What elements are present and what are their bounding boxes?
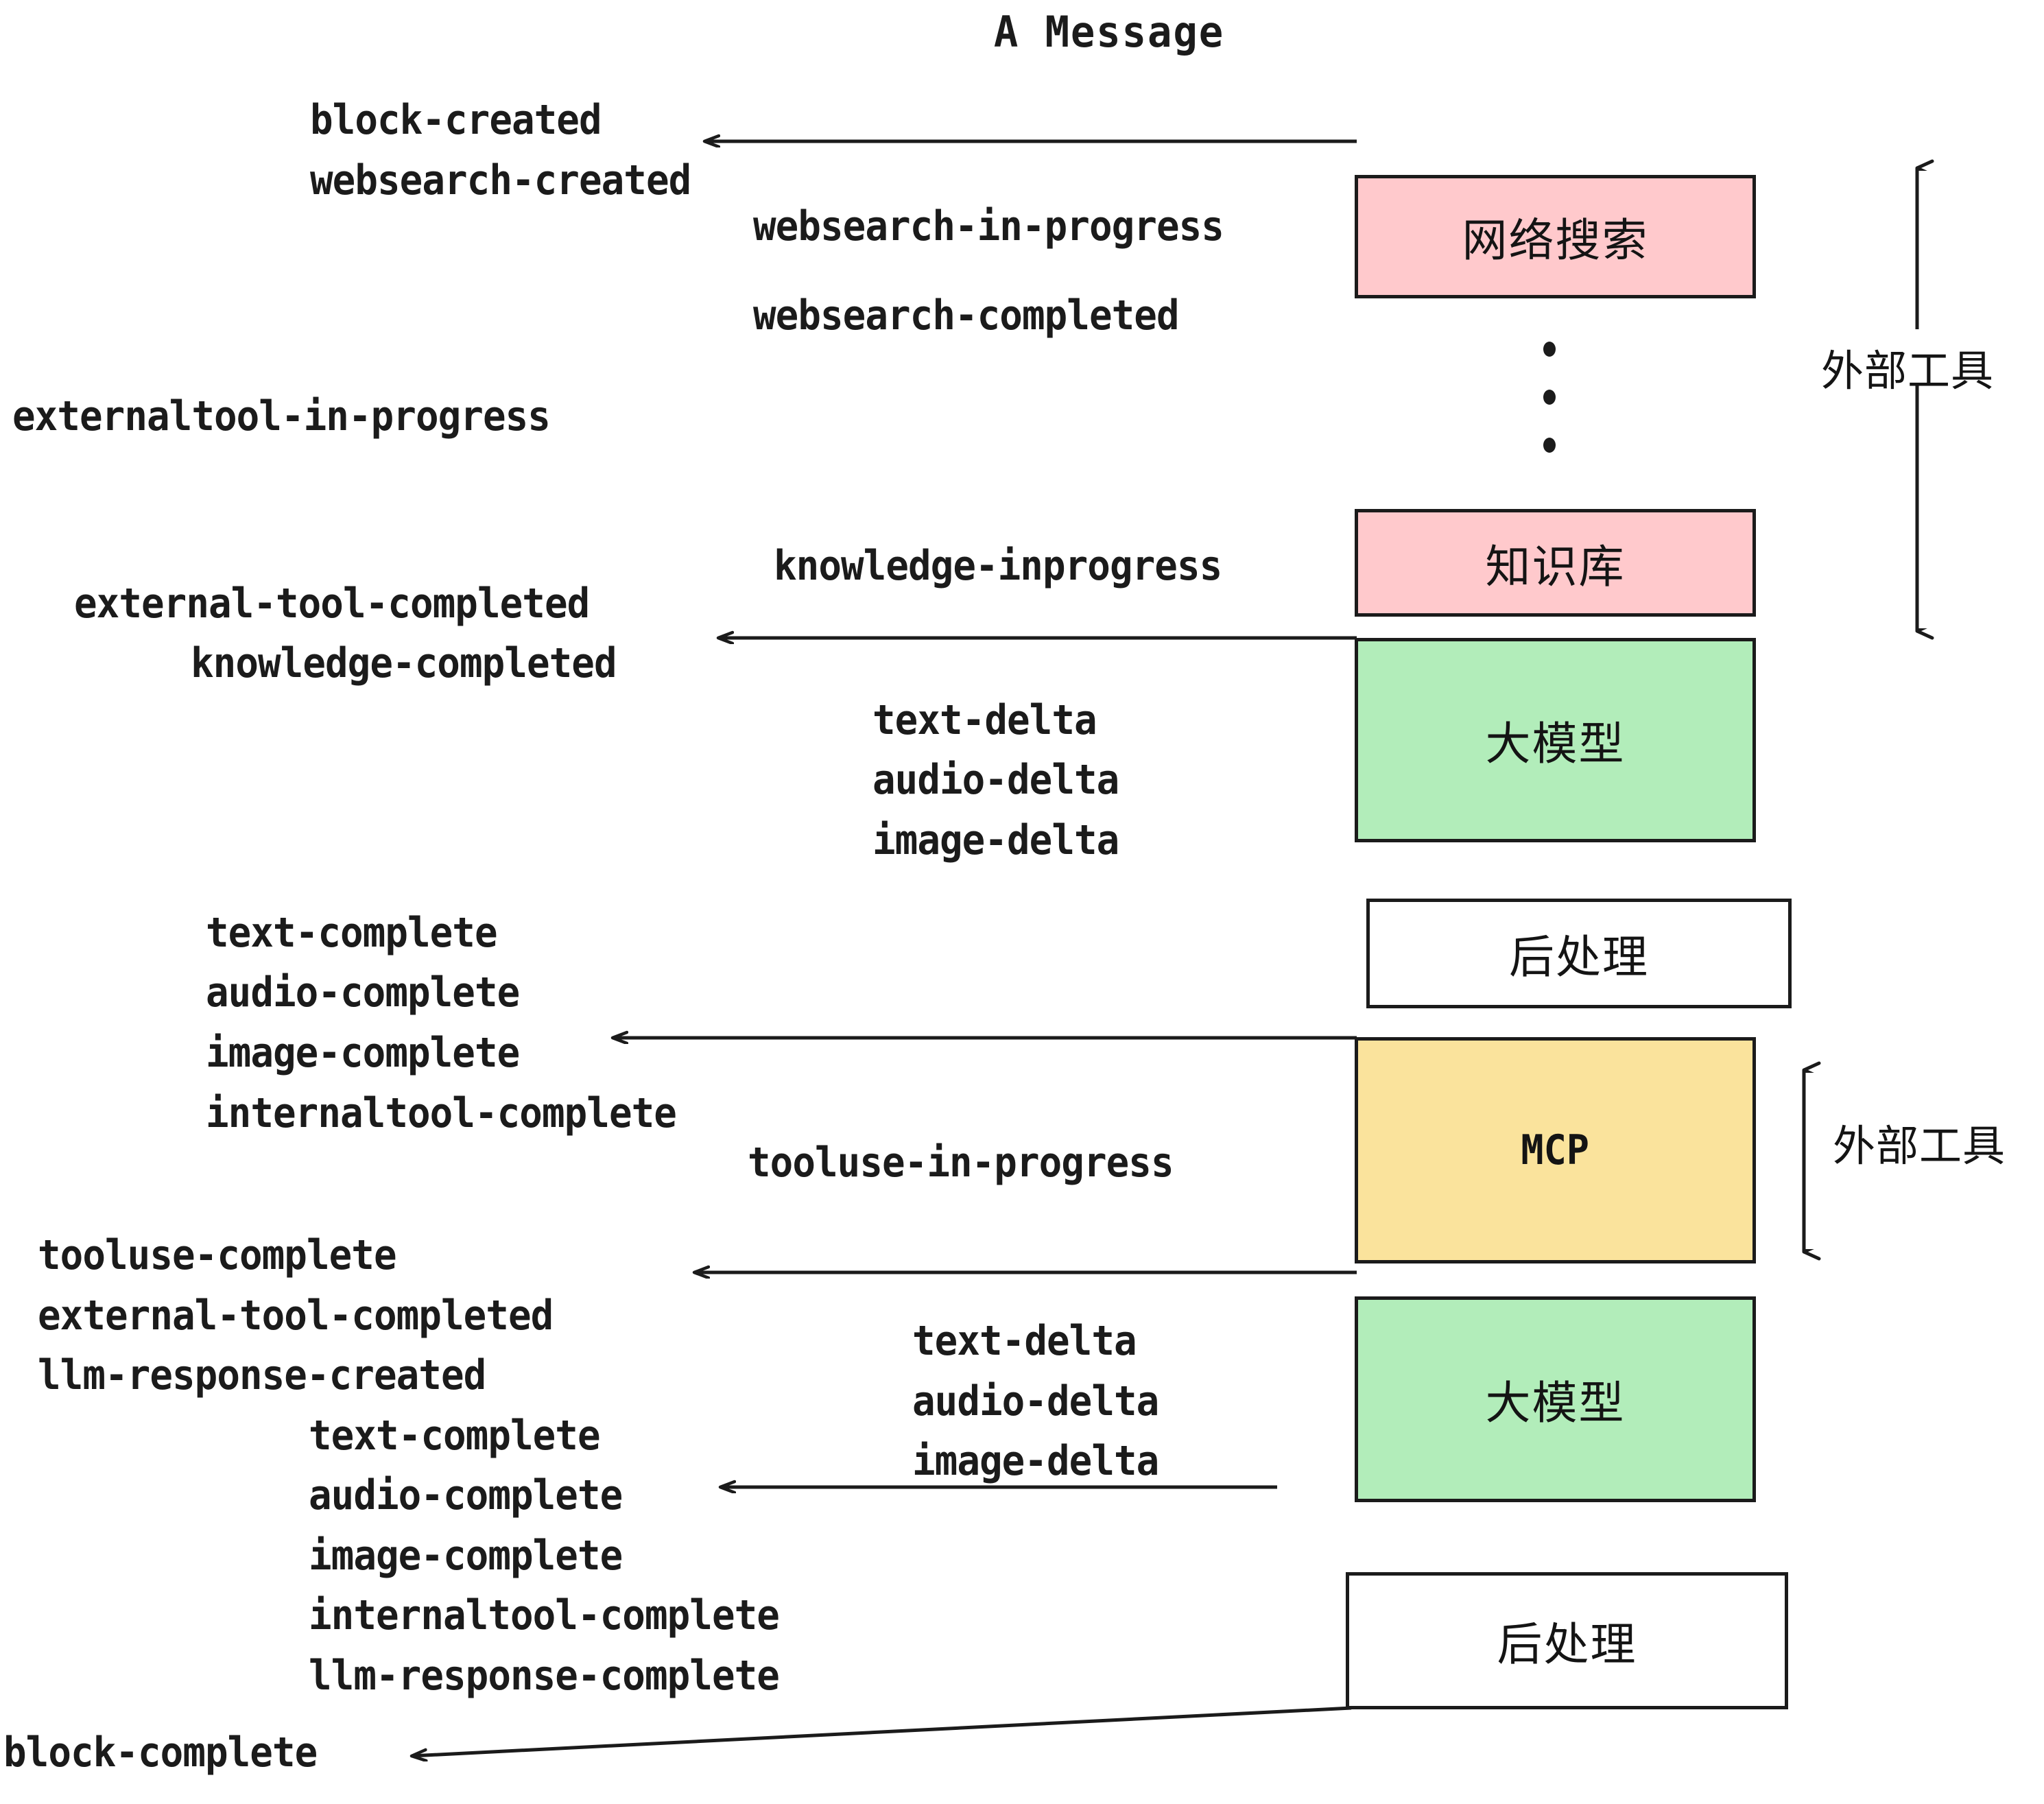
event-block-complete: block-complete bbox=[3, 1729, 318, 1777]
arrow-block-complete bbox=[412, 1706, 1352, 1756]
event-block-created: block-created bbox=[310, 96, 602, 144]
node-label: 后处理 bbox=[1497, 1618, 1637, 1671]
node-llm-1[interactable]: 大模型 bbox=[1355, 638, 1756, 842]
node-llm-2[interactable]: 大模型 bbox=[1355, 1296, 1756, 1502]
event-external-tool-completed-2: external-tool-completed bbox=[38, 1292, 554, 1340]
event-tooluse-in-progress: tooluse-in-progress bbox=[748, 1139, 1174, 1187]
event-llm-response-created: llm-response-created bbox=[38, 1351, 486, 1399]
side-label-external-tool-top: 外部工具 bbox=[1821, 346, 1995, 396]
event-image-complete-1: image-complete bbox=[206, 1029, 520, 1077]
node-label: 大模型 bbox=[1485, 1377, 1626, 1429]
event-internaltool-complete-2: internaltool-complete bbox=[309, 1591, 780, 1639]
event-knowledge-completed: knowledge-completed bbox=[191, 639, 617, 687]
event-audio-delta-1: audio-delta bbox=[872, 756, 1119, 804]
event-text-complete-1: text-complete bbox=[206, 909, 498, 957]
event-text-complete-2: text-complete bbox=[309, 1412, 601, 1460]
event-knowledge-inprogress: knowledge-inprogress bbox=[774, 542, 1222, 590]
node-postprocess-2[interactable]: 后处理 bbox=[1346, 1572, 1788, 1709]
event-internaltool-complete-1: internaltool-complete bbox=[206, 1089, 677, 1137]
event-image-delta-1: image-delta bbox=[872, 816, 1119, 864]
event-audio-complete-1: audio-complete bbox=[206, 969, 520, 1017]
event-llm-response-complete: llm-response-complete bbox=[309, 1652, 780, 1700]
ellipsis-dots bbox=[1543, 342, 1556, 486]
event-websearch-in-progress: websearch-in-progress bbox=[753, 202, 1224, 250]
node-mcp[interactable]: MCP bbox=[1355, 1037, 1756, 1263]
side-label-external-tool-bottom: 外部工具 bbox=[1833, 1121, 2006, 1171]
node-knowledge-base[interactable]: 知识库 bbox=[1355, 509, 1756, 617]
diagram-title: A Message bbox=[993, 7, 1225, 57]
event-externaltool-in-progress: externaltool-in-progress bbox=[12, 392, 551, 440]
event-text-delta-2: text-delta bbox=[912, 1317, 1137, 1365]
node-label: MCP bbox=[1521, 1126, 1590, 1174]
node-postprocess-1[interactable]: 后处理 bbox=[1366, 899, 1792, 1008]
event-image-complete-2: image-complete bbox=[309, 1532, 623, 1580]
node-label: 大模型 bbox=[1485, 717, 1626, 770]
node-web-search[interactable]: 网络搜索 bbox=[1355, 175, 1756, 298]
node-label: 后处理 bbox=[1509, 931, 1649, 984]
event-websearch-created: websearch-created bbox=[310, 156, 691, 204]
event-image-delta-2: image-delta bbox=[912, 1437, 1159, 1485]
event-websearch-completed: websearch-completed bbox=[753, 292, 1180, 340]
event-audio-delta-2: audio-delta bbox=[912, 1377, 1159, 1425]
event-audio-complete-2: audio-complete bbox=[309, 1471, 623, 1519]
event-tooluse-complete: tooluse-complete bbox=[38, 1231, 397, 1279]
event-external-tool-completed-1: external-tool-completed bbox=[74, 580, 590, 628]
node-label: 知识库 bbox=[1485, 540, 1626, 593]
node-label: 网络搜索 bbox=[1462, 214, 1649, 267]
event-text-delta-1: text-delta bbox=[872, 696, 1097, 744]
